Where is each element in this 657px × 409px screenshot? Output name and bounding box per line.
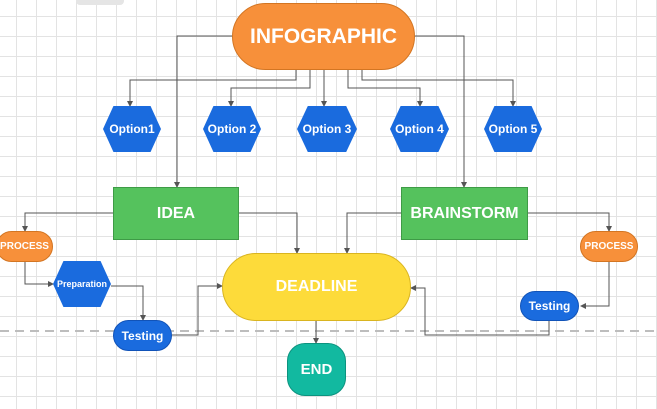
connector-title-option1	[127, 70, 297, 107]
connector-preparation-testing	[111, 285, 146, 321]
title-node[interactable]: INFOGRAPHIC	[232, 3, 415, 70]
connector-brainstorm-deadline	[344, 212, 401, 254]
left-process-node[interactable]: PROCESS	[0, 231, 53, 262]
right-testing-node[interactable]: Testing	[520, 291, 579, 321]
option2-node[interactable]: Option 2	[203, 106, 261, 152]
left-testing-node[interactable]: Testing	[113, 320, 172, 351]
connector-process-preparation	[24, 262, 54, 287]
connector-title-brainstorm	[415, 35, 467, 188]
option5-node[interactable]: Option 5	[484, 106, 542, 152]
option1-node[interactable]: Option1	[103, 106, 161, 152]
option4-node[interactable]: Option 4	[390, 106, 449, 152]
connector-idea-deadline	[239, 212, 300, 254]
right-process-node[interactable]: PROCESS	[580, 231, 638, 262]
connector-title-option5	[361, 70, 516, 107]
connector-process-testing	[580, 262, 610, 309]
connector-title-option2	[228, 70, 311, 107]
connector-testing-deadline	[172, 283, 223, 336]
connector-brainstorm-process	[528, 212, 612, 232]
deadline-node[interactable]: DEADLINE	[222, 253, 411, 321]
connector-testing-deadline-right	[410, 285, 550, 336]
canvas-top-tab	[76, 0, 124, 5]
brainstorm-node[interactable]: BRAINSTORM	[401, 187, 528, 240]
option3-node[interactable]: Option 3	[297, 106, 357, 152]
connector-title-option4	[347, 70, 423, 107]
connector-idea-process	[22, 212, 113, 232]
end-node[interactable]: END	[287, 343, 346, 396]
idea-node[interactable]: IDEA	[113, 187, 239, 240]
preparation-node[interactable]: Preparation	[53, 261, 111, 307]
connector-title-idea	[174, 35, 232, 188]
